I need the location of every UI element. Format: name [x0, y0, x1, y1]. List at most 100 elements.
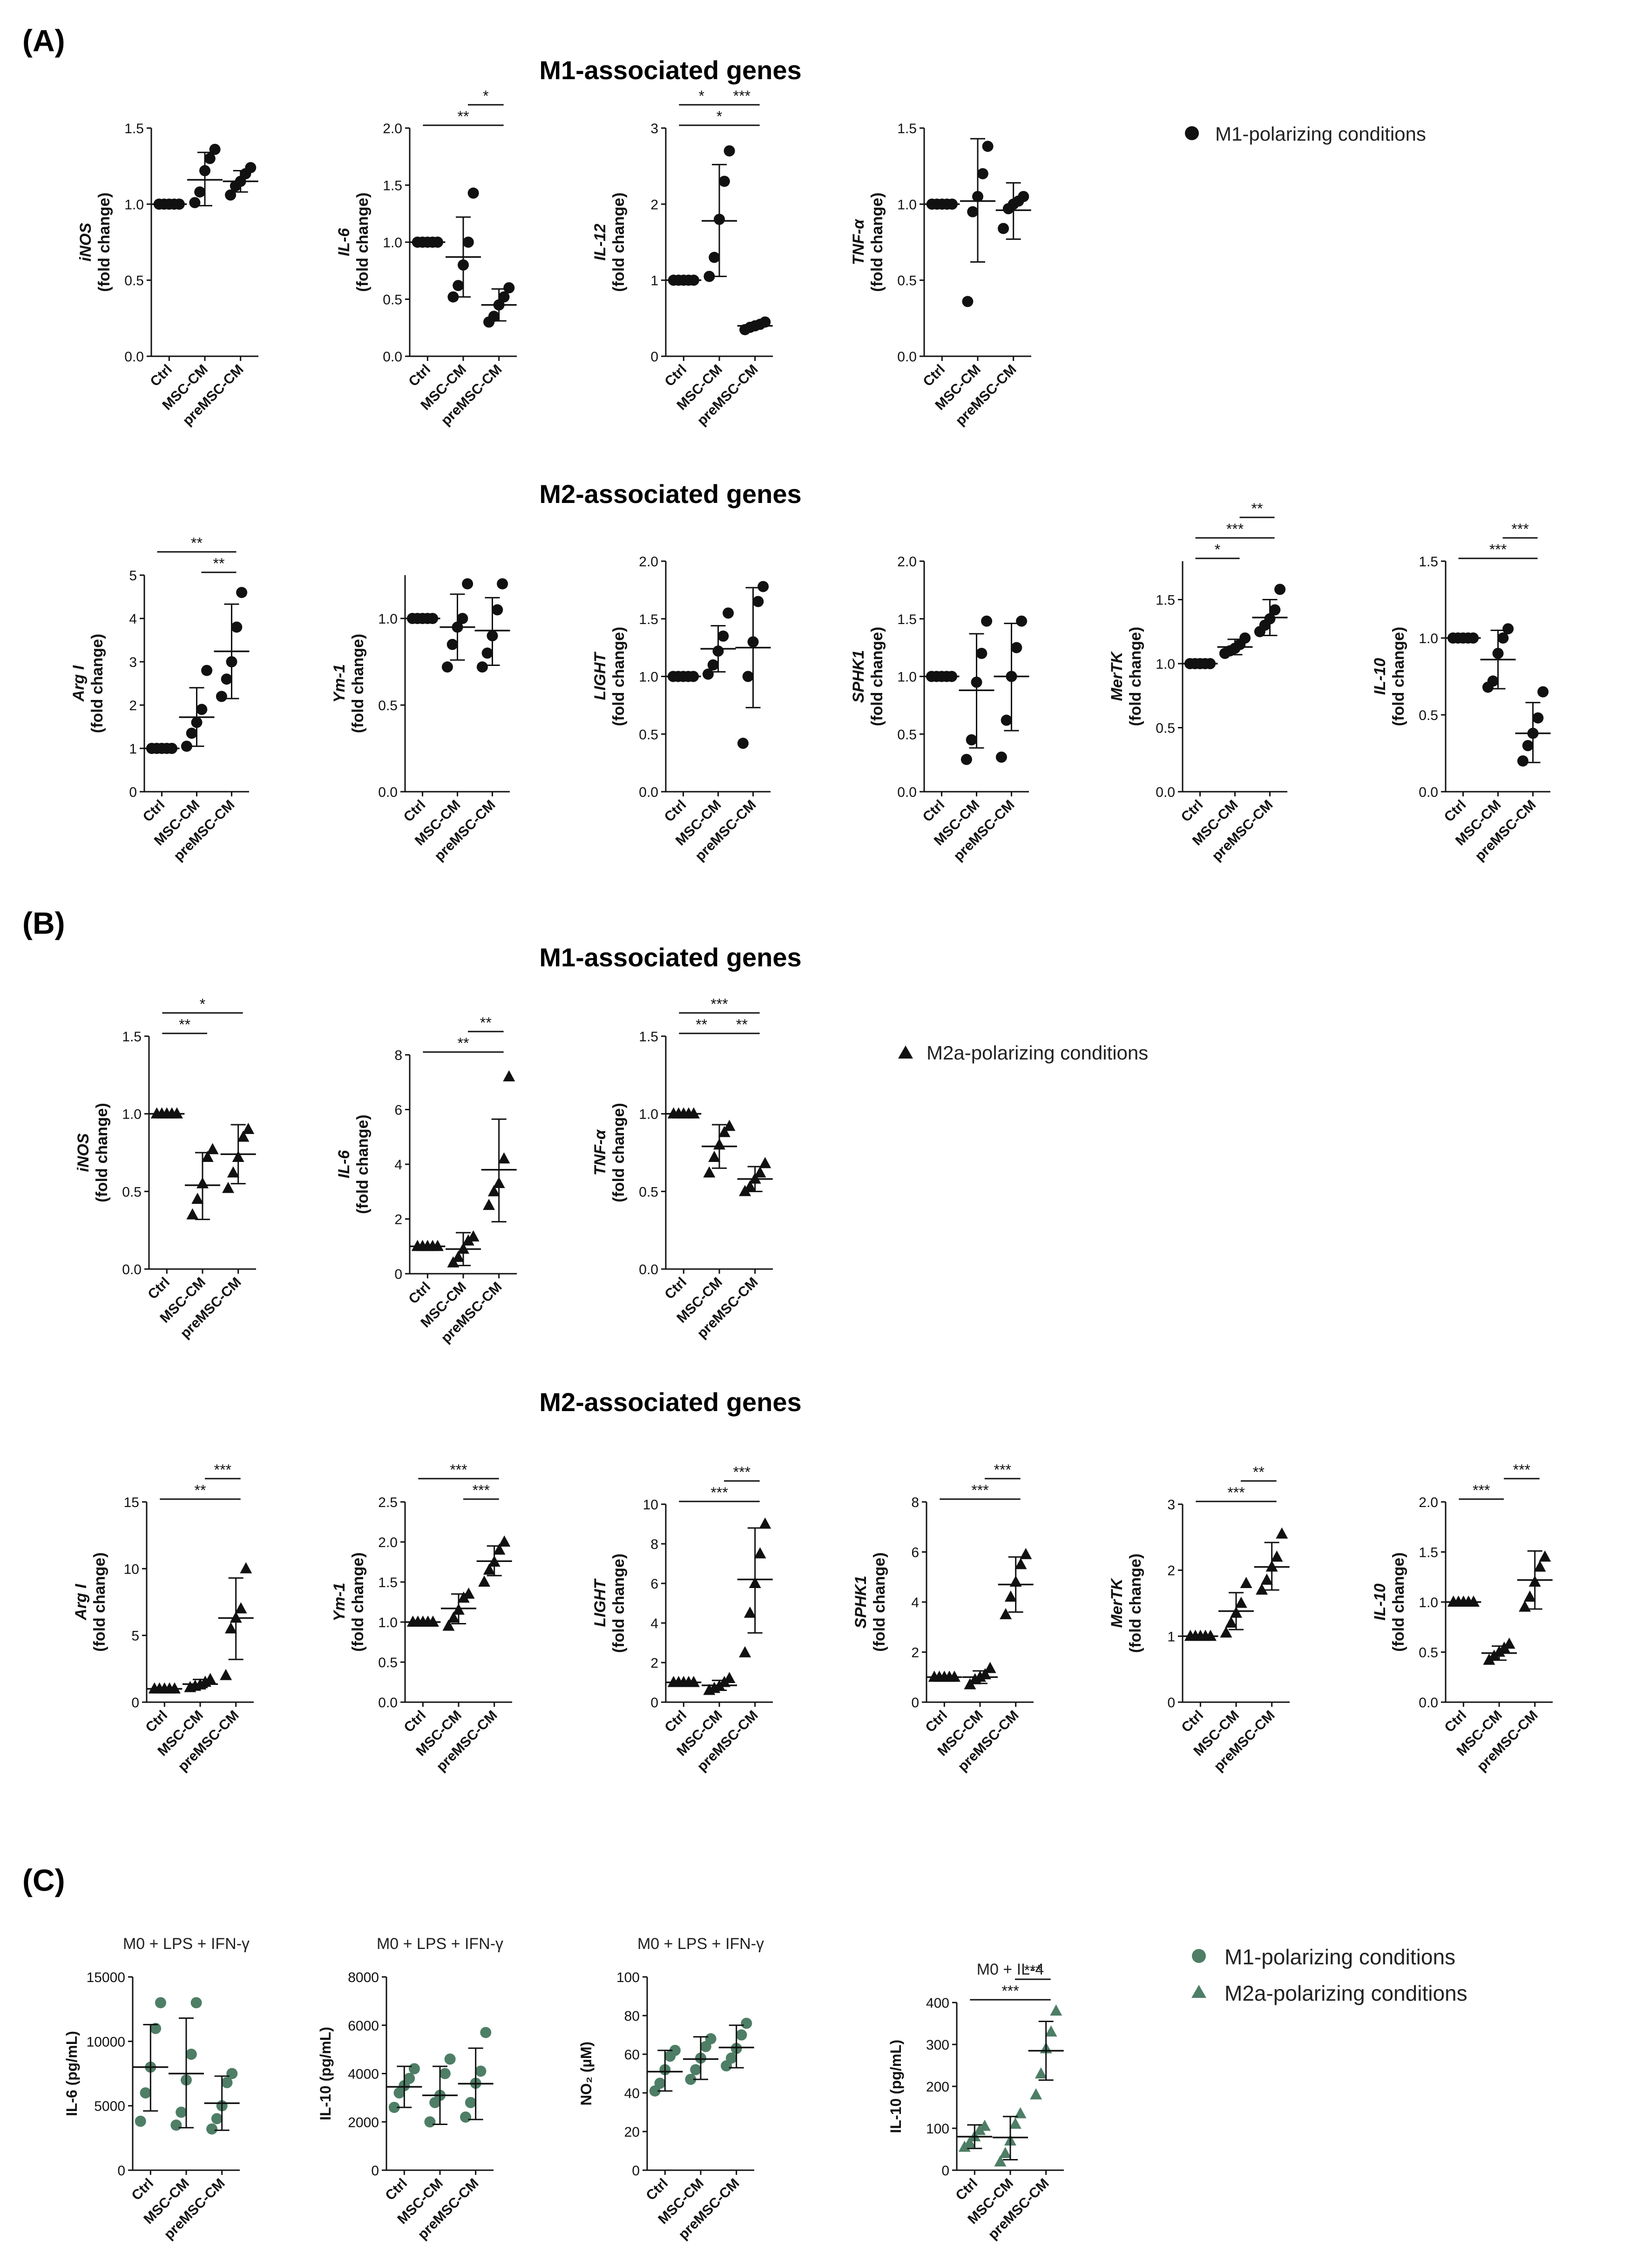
- y-tick-label: 0.0: [122, 1262, 142, 1277]
- significance-label: ***: [473, 1482, 490, 1499]
- significance-label: ***: [1489, 541, 1507, 558]
- data-point: [977, 168, 988, 179]
- significance-label: ***: [1511, 521, 1529, 537]
- data-point: [206, 2123, 218, 2135]
- data-point: [452, 1250, 465, 1262]
- y-tick-label: 0.0: [383, 349, 402, 365]
- data-point: [236, 587, 248, 598]
- data-point: [240, 1562, 252, 1574]
- data-point: [1467, 1596, 1480, 1607]
- y-axis-unit-label: (fold change): [871, 1552, 888, 1651]
- significance-label: ***: [710, 1484, 728, 1501]
- y-tick-label: 1.0: [122, 1107, 142, 1122]
- x-tick-label: Ctrl: [953, 2176, 981, 2204]
- y-tick-label: 0.5: [897, 727, 917, 742]
- data-point: [176, 2106, 187, 2118]
- significance-label: ***: [710, 996, 728, 1012]
- data-point: [211, 2113, 223, 2125]
- data-point: [1004, 1590, 1017, 1602]
- y-axis-gene-label: Ym-1: [331, 1582, 348, 1621]
- y-tick-label: 8: [911, 1495, 919, 1510]
- data-point: [186, 727, 197, 739]
- y-tick-label: 1.0: [639, 670, 658, 685]
- data-point: [708, 1151, 721, 1162]
- significance-label: **: [179, 1016, 190, 1033]
- y-tick-label: 1.5: [1156, 593, 1175, 608]
- data-point: [754, 1547, 766, 1559]
- data-point: [1487, 675, 1499, 687]
- y-tick-label: 0.0: [897, 785, 917, 800]
- y-tick-label: 0.0: [378, 1695, 398, 1711]
- section-title-b-m1: M1-associated genes: [539, 943, 801, 972]
- data-point: [216, 691, 227, 702]
- y-axis-label: IL-10 (pg/mL): [887, 2040, 904, 2133]
- panel-label-b: (B): [22, 906, 65, 940]
- data-point: [718, 176, 730, 187]
- data-point: [476, 661, 488, 673]
- legend-b-label: M2a-polarizing conditions: [927, 1042, 1148, 1064]
- data-point: [966, 734, 977, 746]
- data-point: [1519, 1600, 1531, 1612]
- data-point: [1015, 1558, 1027, 1569]
- significance-label: ***: [1226, 521, 1244, 537]
- chart-a-tnf: 0.00.51.01.5CtrlMSC-CMpreMSC-CMTNF-α(fol…: [850, 121, 1031, 428]
- data-point: [1000, 1608, 1012, 1619]
- chart-a-il10: 0.00.51.01.5CtrlMSC-CMpreMSC-CMIL-10(fol…: [1371, 521, 1551, 864]
- y-tick-label: 0.0: [124, 349, 144, 365]
- chart-title: M0 + LPS + IFN-γ: [377, 1935, 503, 1953]
- chart-title: M0 + LPS + IFN-γ: [637, 1935, 764, 1953]
- data-point: [1011, 642, 1022, 653]
- y-tick-label: 0.0: [639, 785, 658, 800]
- x-tick-label: Ctrl: [662, 1708, 690, 1736]
- legend-a-marker: [1185, 126, 1199, 140]
- data-point: [976, 648, 987, 659]
- y-axis-unit-label: (fold change): [610, 192, 628, 292]
- data-point: [1050, 2004, 1062, 2016]
- data-point: [439, 2068, 451, 2079]
- y-tick-label: 0: [117, 2163, 125, 2179]
- data-point: [1225, 1616, 1238, 1628]
- data-point: [1539, 1550, 1551, 1562]
- data-point: [431, 1240, 444, 1251]
- y-axis-gene-label: MerTK: [1108, 1577, 1126, 1628]
- y-tick-label: 2: [394, 1212, 402, 1228]
- y-tick-label: 1.5: [1419, 554, 1438, 570]
- data-point: [998, 223, 1009, 234]
- x-tick-label: Ctrl: [1441, 797, 1469, 825]
- y-axis-unit-label: (fold change): [349, 1552, 367, 1651]
- chart-a-mertk: 0.00.51.01.5CtrlMSC-CMpreMSC-CMMerTK(fol…: [1108, 500, 1288, 864]
- y-tick-label: 2.0: [897, 554, 917, 570]
- y-tick-label: 1.5: [124, 121, 144, 136]
- y-axis-unit-label: (fold change): [93, 1103, 111, 1202]
- data-point: [962, 296, 974, 307]
- data-point: [189, 197, 201, 209]
- data-point: [1497, 632, 1509, 644]
- data-point: [498, 1152, 510, 1164]
- data-point: [1220, 1626, 1232, 1638]
- y-axis-unit-label: (fold change): [88, 634, 106, 733]
- y-tick-label: 0.0: [897, 349, 917, 365]
- data-point: [227, 1166, 239, 1178]
- y-axis-unit-label: (fold change): [868, 192, 886, 292]
- y-axis-label: IL-10 (pg/mL): [317, 2027, 334, 2120]
- x-tick-label: preMSC-CM: [1209, 797, 1276, 864]
- y-axis-unit-label: (fold change): [354, 192, 372, 292]
- y-tick-label: 80: [624, 2009, 640, 2024]
- y-tick-label: 1: [129, 741, 137, 757]
- chart-a-il6: 0.00.51.01.52.0CtrlMSC-CMpreMSC-CMIL-6(f…: [335, 88, 517, 428]
- y-tick-label: 1.0: [897, 197, 917, 212]
- data-point: [1009, 2118, 1021, 2129]
- y-tick-label: 1.0: [897, 670, 917, 685]
- chart-a-sphk1: 0.00.51.01.52.0CtrlMSC-CMpreMSC-CMSPHK1(…: [850, 554, 1029, 864]
- y-tick-label: 1.0: [124, 197, 144, 212]
- y-tick-label: 60: [624, 2047, 640, 2063]
- data-point: [960, 754, 972, 765]
- x-tick-label: Ctrl: [662, 1275, 690, 1303]
- data-point: [224, 1622, 237, 1634]
- y-tick-label: 0.5: [378, 698, 398, 713]
- data-point: [723, 1120, 736, 1131]
- data-point: [194, 186, 206, 198]
- y-axis-gene-label: TNF-α: [850, 218, 867, 265]
